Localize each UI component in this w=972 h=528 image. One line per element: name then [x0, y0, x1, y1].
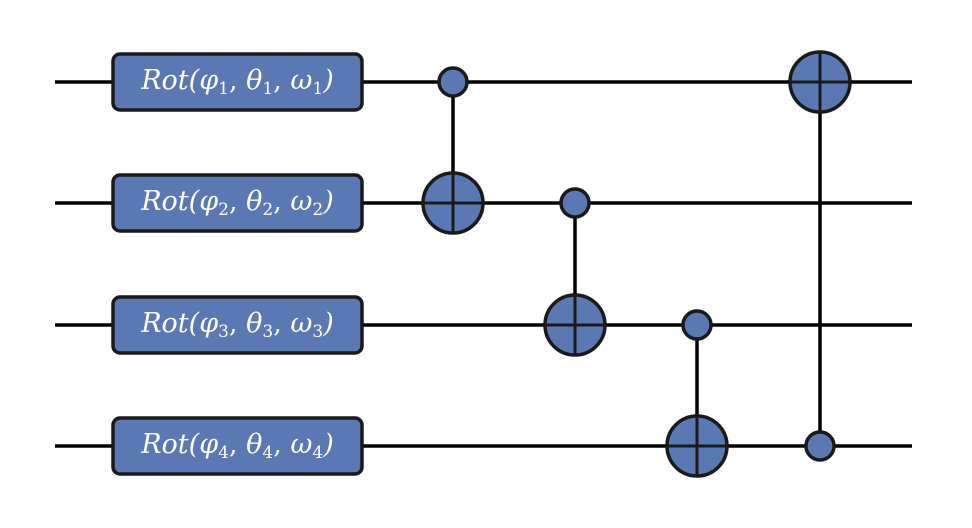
cnot-layer: [421, 50, 852, 478]
cnot-gate-2: [543, 187, 607, 357]
cnot-gate-4: [788, 50, 852, 462]
rot-gate-2: [111, 173, 364, 233]
rot-gate-4: [111, 416, 364, 476]
cnot-control-dot: [559, 187, 591, 219]
cnot-control-dot: [681, 309, 713, 341]
wires-layer: [55, 80, 912, 448]
cnot-gate-3: [665, 309, 729, 478]
cnot-control-dot: [437, 66, 469, 98]
cnot-control-dot: [804, 430, 836, 462]
rot-gate-1: [111, 52, 364, 112]
cnot-gate-1: [421, 66, 485, 235]
gate-layer: [111, 52, 364, 476]
rot-gate-3: [111, 295, 364, 355]
